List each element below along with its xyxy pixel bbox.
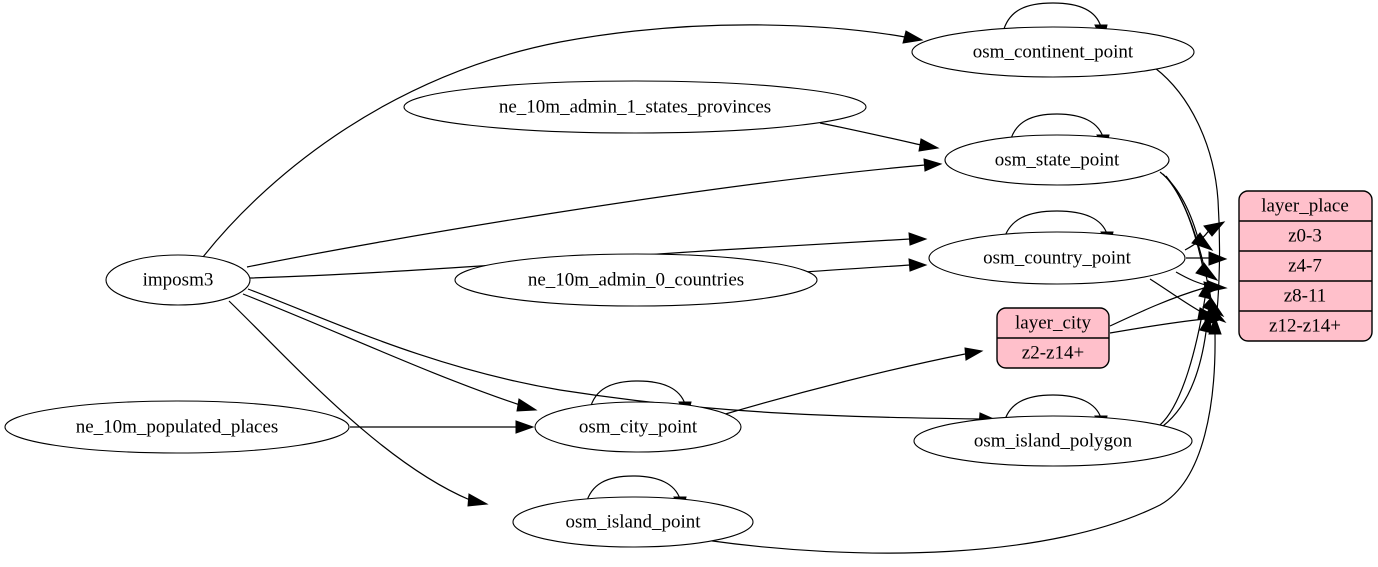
- node-label: imposm3: [143, 269, 214, 290]
- selfloop-osm_island_polygon: [1003, 394, 1102, 424]
- edge-layer: [202, 2, 1228, 554]
- node-label: osm_state_point: [995, 149, 1120, 170]
- node-layer: imposm3 ne_10m_admin_1_states_provinces …: [4, 26, 1373, 548]
- node-osm_state_point[interactable]: osm_state_point: [944, 134, 1170, 186]
- selfloop-osm_island_point: [585, 475, 681, 505]
- node-shape: [512, 496, 754, 548]
- selfloop-osm_state_point: [1009, 113, 1104, 143]
- node-shape: [403, 80, 867, 134]
- node-label: osm_country_point: [983, 247, 1131, 268]
- node-label: ne_10m_populated_places: [76, 416, 279, 437]
- node-ne_10m_admin_1_states_provinces[interactable]: ne_10m_admin_1_states_provinces: [403, 80, 867, 134]
- edge-imposm3-to-osm_city_point: [242, 293, 521, 406]
- edge-osm_island_polygon-to-z8: [1159, 297, 1206, 426]
- node-osm_continent_point[interactable]: osm_continent_point: [911, 26, 1195, 78]
- node-imposm3[interactable]: imposm3: [105, 254, 251, 306]
- record-row-z2-z14plus[interactable]: z2-z14+: [1022, 342, 1084, 363]
- node-label: osm_island_polygon: [974, 430, 1133, 451]
- node-ne_10m_populated_places[interactable]: ne_10m_populated_places: [4, 400, 350, 454]
- node-shape: [105, 254, 251, 306]
- node-shape: [928, 231, 1186, 285]
- edge-imposm3-to-osm_island_polygon: [247, 288, 981, 420]
- node-ne_10m_admin_0_countries[interactable]: ne_10m_admin_0_countries: [454, 253, 818, 307]
- edge-layer_city-to-z12: [1109, 318, 1206, 334]
- record-body: [1238, 190, 1373, 342]
- node-osm_island_polygon[interactable]: osm_island_polygon: [913, 415, 1193, 467]
- record-header-layer_place: layer_place: [1261, 195, 1349, 216]
- edge-osm_island_polygon-to-z12: [1162, 331, 1207, 427]
- edge-layer_city-to-z8: [1109, 287, 1205, 327]
- record-header-layer_city: layer_city: [1015, 312, 1091, 333]
- edge-ne_countries-to-osm_country_point: [804, 264, 911, 273]
- node-label: osm_city_point: [579, 416, 698, 437]
- edge-imposm3-to-osm_state_point: [246, 164, 926, 268]
- node-shape: [911, 26, 1195, 78]
- edge-osm_city_point-to-layer_city: [721, 353, 966, 416]
- node-shape: [454, 253, 818, 307]
- edge-osm_country_point-to-z12: [1149, 278, 1204, 314]
- selfloop-osm_city_point: [589, 380, 686, 410]
- node-label: ne_10m_admin_0_countries: [528, 269, 744, 290]
- record-row-z8-11[interactable]: z8-11: [1284, 285, 1327, 306]
- node-shape: [534, 401, 742, 453]
- edge-osm_continent_point-to-z12: [1154, 67, 1221, 312]
- edge-osm_island_point-to-z12: [704, 333, 1216, 554]
- record-node-layer_place[interactable]: layer_place z0-3 z4-7 z8-11 z12-z14+: [1238, 190, 1373, 342]
- node-osm_city_point[interactable]: osm_city_point: [534, 401, 742, 453]
- record-row-z12-z14plus[interactable]: z12-z14+: [1269, 315, 1341, 336]
- record-row-z0-3[interactable]: z0-3: [1288, 225, 1322, 246]
- node-osm_island_point[interactable]: osm_island_point: [512, 496, 754, 548]
- node-shape: [944, 134, 1170, 186]
- edge-ne_states-to-osm_state_point: [819, 122, 922, 146]
- node-osm_country_point[interactable]: osm_country_point: [928, 231, 1186, 285]
- edge-imposm3-to-osm_continent_point: [202, 24, 906, 258]
- node-label: osm_continent_point: [973, 41, 1134, 62]
- node-label: osm_island_point: [565, 511, 701, 532]
- record-node-layer_city[interactable]: layer_city z2-z14+: [996, 307, 1110, 369]
- node-shape: [913, 415, 1193, 467]
- node-label: ne_10m_admin_1_states_provinces: [499, 96, 771, 117]
- record-row-z4-7[interactable]: z4-7: [1288, 255, 1322, 276]
- edge-imposm3-to-osm_island_point: [228, 300, 471, 501]
- selfloop-osm_continent_point: [1002, 2, 1102, 33]
- node-shape: [4, 400, 350, 454]
- selfloop-osm_country_point: [1003, 210, 1108, 240]
